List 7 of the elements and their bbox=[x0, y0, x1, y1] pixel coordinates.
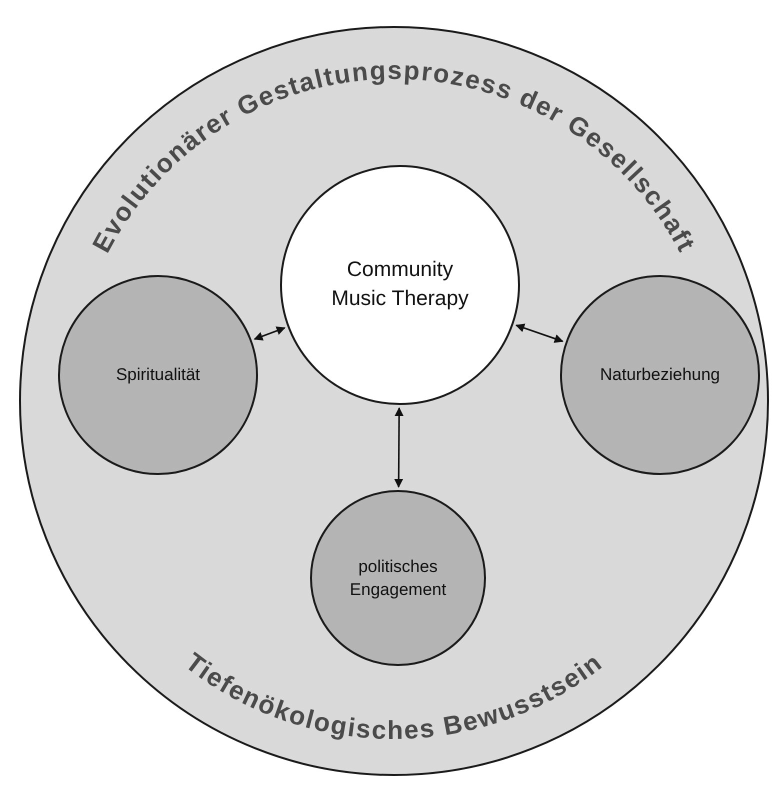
node-label: Community Music Therapy bbox=[330, 257, 470, 312]
node-label: politisches Engagement bbox=[348, 556, 448, 601]
double-arrow bbox=[394, 407, 404, 488]
double-arrow bbox=[515, 324, 564, 343]
node-label: Spiritualität bbox=[114, 364, 202, 386]
double-arrow bbox=[254, 326, 286, 340]
node-label: Naturbeziehung bbox=[598, 364, 722, 386]
